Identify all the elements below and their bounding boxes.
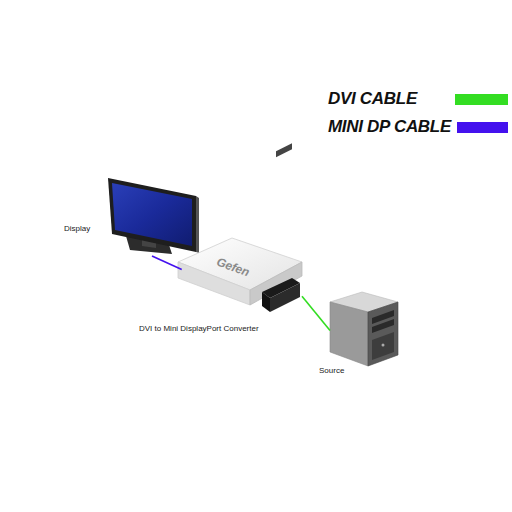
source-node: Source <box>330 292 398 366</box>
display-node: Display <box>105 176 199 256</box>
dvi-cable <box>302 296 330 330</box>
converter-housing <box>178 143 302 312</box>
converter-node: GefenDVI to Mini DisplayPort Converter <box>178 238 302 305</box>
legend-swatch <box>455 94 508 105</box>
legend-label: DVI CABLE <box>328 89 417 109</box>
source-label: Source <box>319 366 344 376</box>
display-monitor <box>108 178 199 254</box>
display-label: Display <box>64 224 90 234</box>
mini-dp-cable <box>152 256 182 269</box>
source-tower <box>330 292 398 366</box>
converter-label: DVI to Mini DisplayPort Converter <box>139 324 259 334</box>
brand-logo: Gefen <box>215 255 252 280</box>
legend-label: MINI DP CABLE <box>328 117 451 137</box>
legend-swatch <box>457 122 508 133</box>
